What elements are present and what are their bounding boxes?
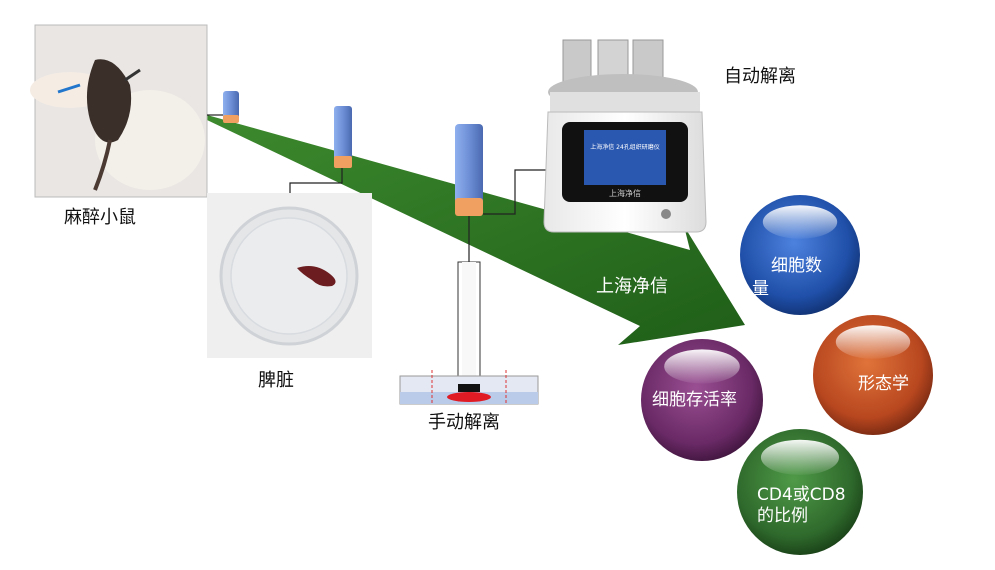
outcome-spheres (641, 195, 933, 555)
auto-dissociator-device (543, 39, 707, 233)
sphere-morphology-highlight (835, 325, 911, 359)
outcome-cd4-cd8-line1: CD4或CD8 (757, 485, 846, 505)
sphere-cd4-cd8-ratio-highlight (760, 439, 840, 475)
label-spleen: 脾脏 (258, 370, 294, 391)
spleen-photo (207, 193, 372, 358)
outcome-cell-viability: 细胞存活率 (652, 390, 737, 410)
outcome-cell-count-line2: 量 (752, 279, 769, 299)
sphere-cell-count-highlight (762, 205, 838, 239)
label-brand-on-arrow: 上海净信 (596, 276, 668, 297)
tube-2 (289, 106, 352, 193)
outcome-cd4-cd8-line2: 的比例 (757, 506, 808, 526)
manual-dissociation-apparatus (399, 261, 539, 405)
label-manual-dissociation: 手动解离 (428, 412, 500, 433)
device-screen-text: 上海净信 24孔组织研磨仪 (590, 143, 660, 151)
tube-3 (455, 124, 548, 262)
mouse-photo (30, 24, 208, 198)
tube-1 (207, 91, 239, 123)
outcome-cell-count-line1: 细胞数 (771, 256, 822, 276)
outcome-morphology: 形态学 (858, 374, 909, 394)
label-anesthetized-mouse: 麻醉小鼠 (64, 207, 136, 228)
sphere-cell-viability-highlight (664, 349, 740, 384)
device-brand-text: 上海净信 (609, 188, 641, 198)
label-auto-dissociation: 自动解离 (724, 66, 796, 87)
